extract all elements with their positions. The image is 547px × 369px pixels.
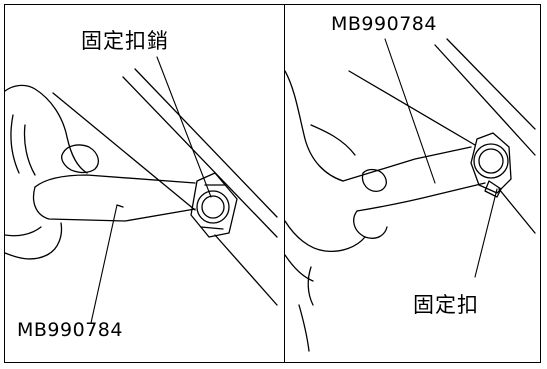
illustration-figure: 固定扣銷 MB990784 (4, 4, 541, 363)
fastener-label: 固定扣 (413, 293, 479, 317)
left-illustration (5, 56, 278, 324)
fastener-pin-label: 固定扣銷 (81, 29, 169, 53)
hand-drawing (5, 84, 196, 260)
right-illustration (285, 38, 536, 352)
fastener-drawing (190, 172, 238, 238)
trim-edge-lines (52, 68, 278, 306)
tool-drawing (116, 204, 124, 208)
trim-edge-lines (348, 38, 536, 234)
hand-drawing (285, 70, 486, 352)
leader-lines (384, 38, 498, 278)
tool-label-left: MB990784 (17, 319, 123, 341)
left-panel: 固定扣銷 MB990784 (5, 5, 285, 362)
fastener-drawing (470, 132, 512, 198)
leader-lines (90, 56, 212, 324)
tool-label-right: MB990784 (331, 13, 437, 35)
right-panel: MB990784 固定扣 (285, 5, 539, 362)
